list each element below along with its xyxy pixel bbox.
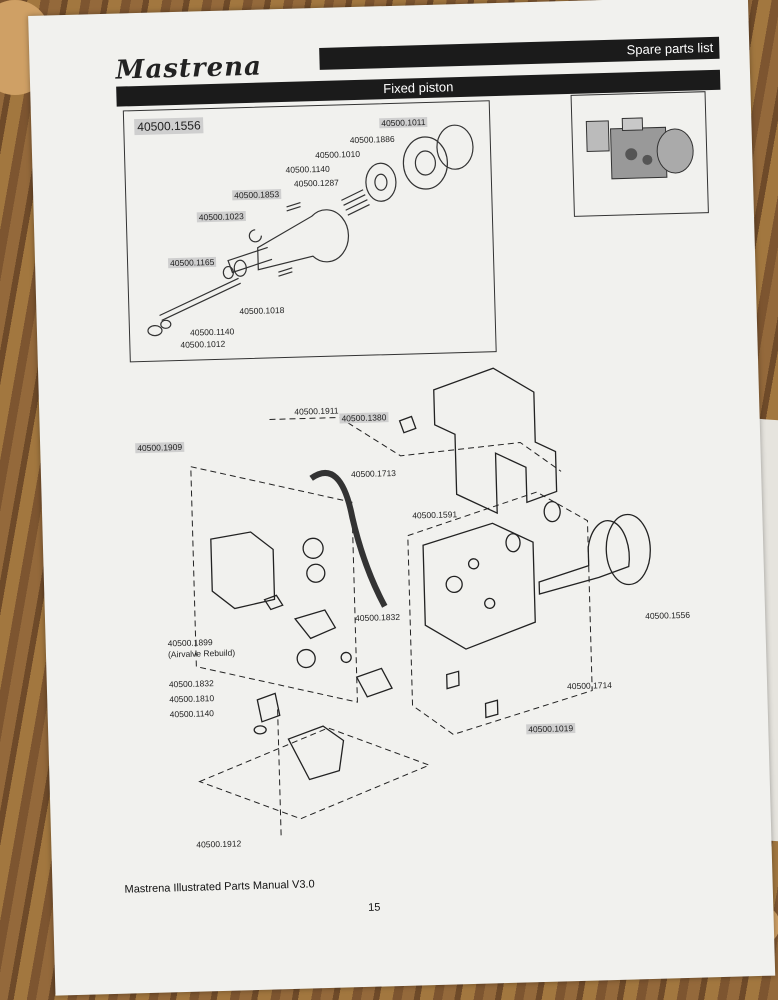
part-label: 40500.1832 (354, 611, 401, 624)
airvalve-rebuild-note: (Airvalve Rebuild) (167, 647, 236, 660)
part-label: 40500.1019 (526, 723, 576, 735)
main-exploded-diagram (190, 367, 651, 840)
assembly-photo-drawing (585, 117, 694, 180)
part-label: 40500.1899 (167, 637, 213, 649)
page-number: 15 (368, 901, 381, 914)
inset-exploded-view: 40500.1556 40500.1011 40500.1886 40500.1… (122, 100, 497, 363)
part-label: 40500.1810 (169, 693, 215, 705)
part-label: 40500.1832 (168, 678, 214, 690)
part-label: 40500.1714 (566, 680, 613, 692)
part-label: 40500.1912 (196, 838, 242, 850)
part-label: 40500.1591 (412, 509, 458, 521)
part-label: 40500.1713 (350, 467, 397, 480)
assembly-photo-thumbnail (570, 91, 709, 217)
inset-parts-drawing (147, 124, 474, 337)
manual-title: Mastrena Illustrated Parts Manual V3.0 (124, 878, 315, 896)
part-label: 40500.1911 (294, 405, 339, 417)
part-label: 40500.1556 (644, 609, 691, 622)
parts-manual-page: Mastrena Spare parts list Fixed piston 4… (28, 0, 776, 996)
part-label: 40500.1380 (339, 412, 389, 424)
part-label: 40500.1140 (169, 708, 215, 720)
part-label: 40500.1909 (135, 441, 185, 454)
